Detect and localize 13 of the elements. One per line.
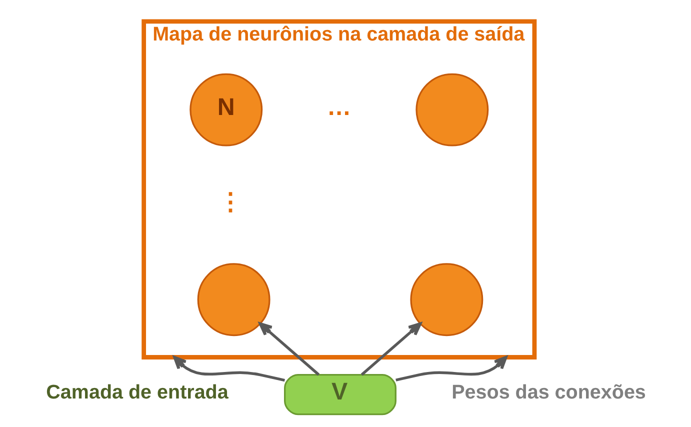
label: … [326,94,351,121]
label: ⋮ [218,188,242,216]
arrow [172,356,284,382]
arrow [360,322,422,376]
node-label: Camada de entrada [46,381,228,404]
node-box: V [284,374,396,416]
node-circle [415,73,488,146]
node-circle: N [189,73,262,146]
label: Pesos das conexões [451,381,646,404]
arrow [395,356,507,382]
arrow [258,322,320,376]
node-circle [196,263,270,336]
node-circle [410,263,483,336]
